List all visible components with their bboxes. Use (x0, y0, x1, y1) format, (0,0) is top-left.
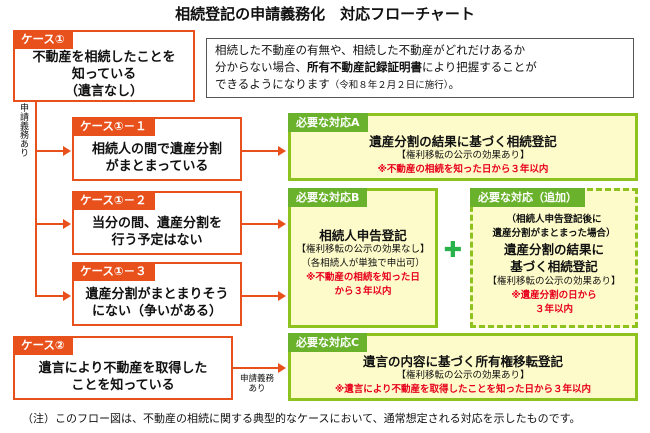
case-1-1-box: ケース①－１ 相続人の間で遺産分割 がまとまっている (72, 117, 242, 181)
info-part3: により把握することが (422, 60, 537, 74)
arrow-1-2 (63, 219, 71, 229)
case-1-1-header: ケース①－１ (72, 117, 155, 136)
action-c-deadline: ※遺言により不動産を取得したことを知った日から３年以内 (334, 384, 592, 395)
arrow-c (278, 363, 286, 373)
action-c-main: 遺言の内容に基づく所有権移転登記 (362, 354, 563, 369)
case-1-3-header: ケース①－３ (72, 262, 155, 281)
arrow-b-1 (278, 219, 286, 229)
action-b-sub2: （各相続人が単独で申出可） (301, 258, 425, 269)
action-additional-main1: 遺産分割の結果に (503, 242, 604, 257)
case-2-label-line2: あり (248, 384, 266, 394)
case-1-1-line2: がまとまっている (105, 159, 209, 174)
action-additional-cond1: （相続人申告登記後に (506, 214, 602, 225)
case-1-2-line2: 行う予定はない (111, 233, 203, 248)
action-additional-cond2: 遺産分割がまとまった場合） (492, 228, 616, 239)
side-label: 申請義務あり (18, 103, 28, 157)
info-part4: できるようになります (215, 77, 330, 91)
connector-c (233, 367, 280, 369)
action-a-box: 必要な対応A 遺産分割の結果に基づく相続登記 【権利移転の公示の効果あり】 ※不… (288, 113, 638, 181)
connector-1-3 (35, 295, 65, 297)
action-additional-deadline1: ※遺産分割の日から (511, 290, 597, 301)
case-1-2-header: ケース①－２ (72, 191, 155, 210)
info-bold: 所有不動産記録証明書 (307, 60, 422, 74)
action-a-header: 必要な対応A (288, 113, 368, 132)
connector-a (242, 150, 280, 152)
arrow-1-3 (63, 291, 71, 301)
action-b-sub1: 【権利移転の公示の効果なし】 (296, 244, 430, 255)
info-small: （令和８年２月２日に施行） (329, 80, 449, 91)
case-1-box: ケース① 不動産を相続したことを 知っている （遺言なし） (13, 30, 195, 102)
action-a-main: 遺産分割の結果に基づく相続登記 (369, 134, 557, 149)
case-2-line1: 遺言により不動産を取得した (38, 361, 208, 376)
action-c-header: 必要な対応C (288, 333, 368, 352)
action-additional-deadline2: ３年以内 (534, 304, 573, 315)
page-title: 相続登記の申請義務化 対応フローチャート (175, 5, 475, 23)
case-1-3-line2: にない（争いがある） (91, 304, 222, 319)
info-end: 。 (448, 77, 461, 91)
case-1-2-box: ケース①－２ 当分の間、遺産分割を 行う予定はない (72, 191, 242, 255)
action-additional-main2: 基づく相続登記 (510, 259, 598, 274)
action-b-main: 相続人申告登記 (319, 228, 407, 243)
action-b-header: 必要な対応B (288, 188, 368, 207)
case-1-2-line1: 当分の間、遺産分割を (91, 216, 222, 231)
action-a-deadline: ※不動産の相続を知った日から３年以内 (377, 164, 549, 175)
connector-1-1 (35, 150, 65, 152)
case-1-header: ケース① (13, 30, 73, 49)
info-note: 相続した不動産の有無や、相続した不動産がどれだけあるか 分からない場合、所有不動… (206, 38, 634, 98)
case-1-line3: （遺言なし） (64, 84, 143, 99)
connector-b-2 (242, 295, 280, 297)
footnote: （注）このフロー図は、不動産の相続に関する典型的なケースにおいて、通常想定される… (22, 412, 581, 425)
main-connector (35, 102, 37, 296)
action-additional-header: 必要な対応（追加） (470, 188, 585, 207)
case-2-line2: ことを知っている (71, 378, 175, 393)
case-2-label-line1: 申請義務 (239, 374, 274, 384)
case-1-1-line1: 相続人の間で遺産分割 (91, 142, 222, 157)
case-2-box: ケース② 遺言により不動産を取得した ことを知っている (13, 336, 233, 400)
arrow-1-1 (63, 146, 71, 156)
info-part2: 分からない場合、 (215, 60, 307, 74)
case-1-line1: 不動産を相続したことを (32, 50, 176, 65)
case-1-3-box: ケース①－３ 遺産分割がまとまりそう にない（争いがある） (72, 262, 242, 326)
info-part1: 相続した不動産の有無や、相続した不動産がどれだけあるか (215, 43, 526, 57)
case-2-header: ケース② (13, 336, 73, 355)
action-additional-box: 必要な対応（追加） （相続人申告登記後に 遺産分割がまとまった場合） 遺産分割の… (470, 188, 638, 328)
action-b-box: 必要な対応B 相続人申告登記 【権利移転の公示の効果なし】 （各相続人が単独で申… (288, 188, 438, 328)
case-1-text: 不動産を相続したことを 知っている （遺言なし） (15, 49, 193, 100)
action-b-deadline1: ※不動産の相続を知った日 (306, 272, 420, 283)
action-additional-sub: 【権利移転の公示の効果あり】 (487, 276, 621, 287)
case-2-label: 申請義務 あり (235, 374, 279, 394)
arrow-b-2 (278, 291, 286, 301)
action-c-sub: 【権利移転の公示の効果あり】 (396, 370, 530, 381)
arrow-a (278, 146, 286, 156)
action-b-deadline2: から３年以内 (334, 286, 392, 297)
connector-b-1 (242, 223, 280, 225)
connector-1-2 (35, 223, 65, 225)
plus-icon: ✚ (443, 238, 463, 263)
action-a-sub: 【権利移転の公示の効果あり】 (396, 150, 530, 161)
action-c-box: 必要な対応C 遺言の内容に基づく所有権移転登記 【権利移転の公示の効果あり】 ※… (288, 333, 638, 401)
case-1-3-line1: 遺産分割がまとまりそう (85, 287, 229, 302)
case-1-line2: 知っている (71, 67, 137, 82)
